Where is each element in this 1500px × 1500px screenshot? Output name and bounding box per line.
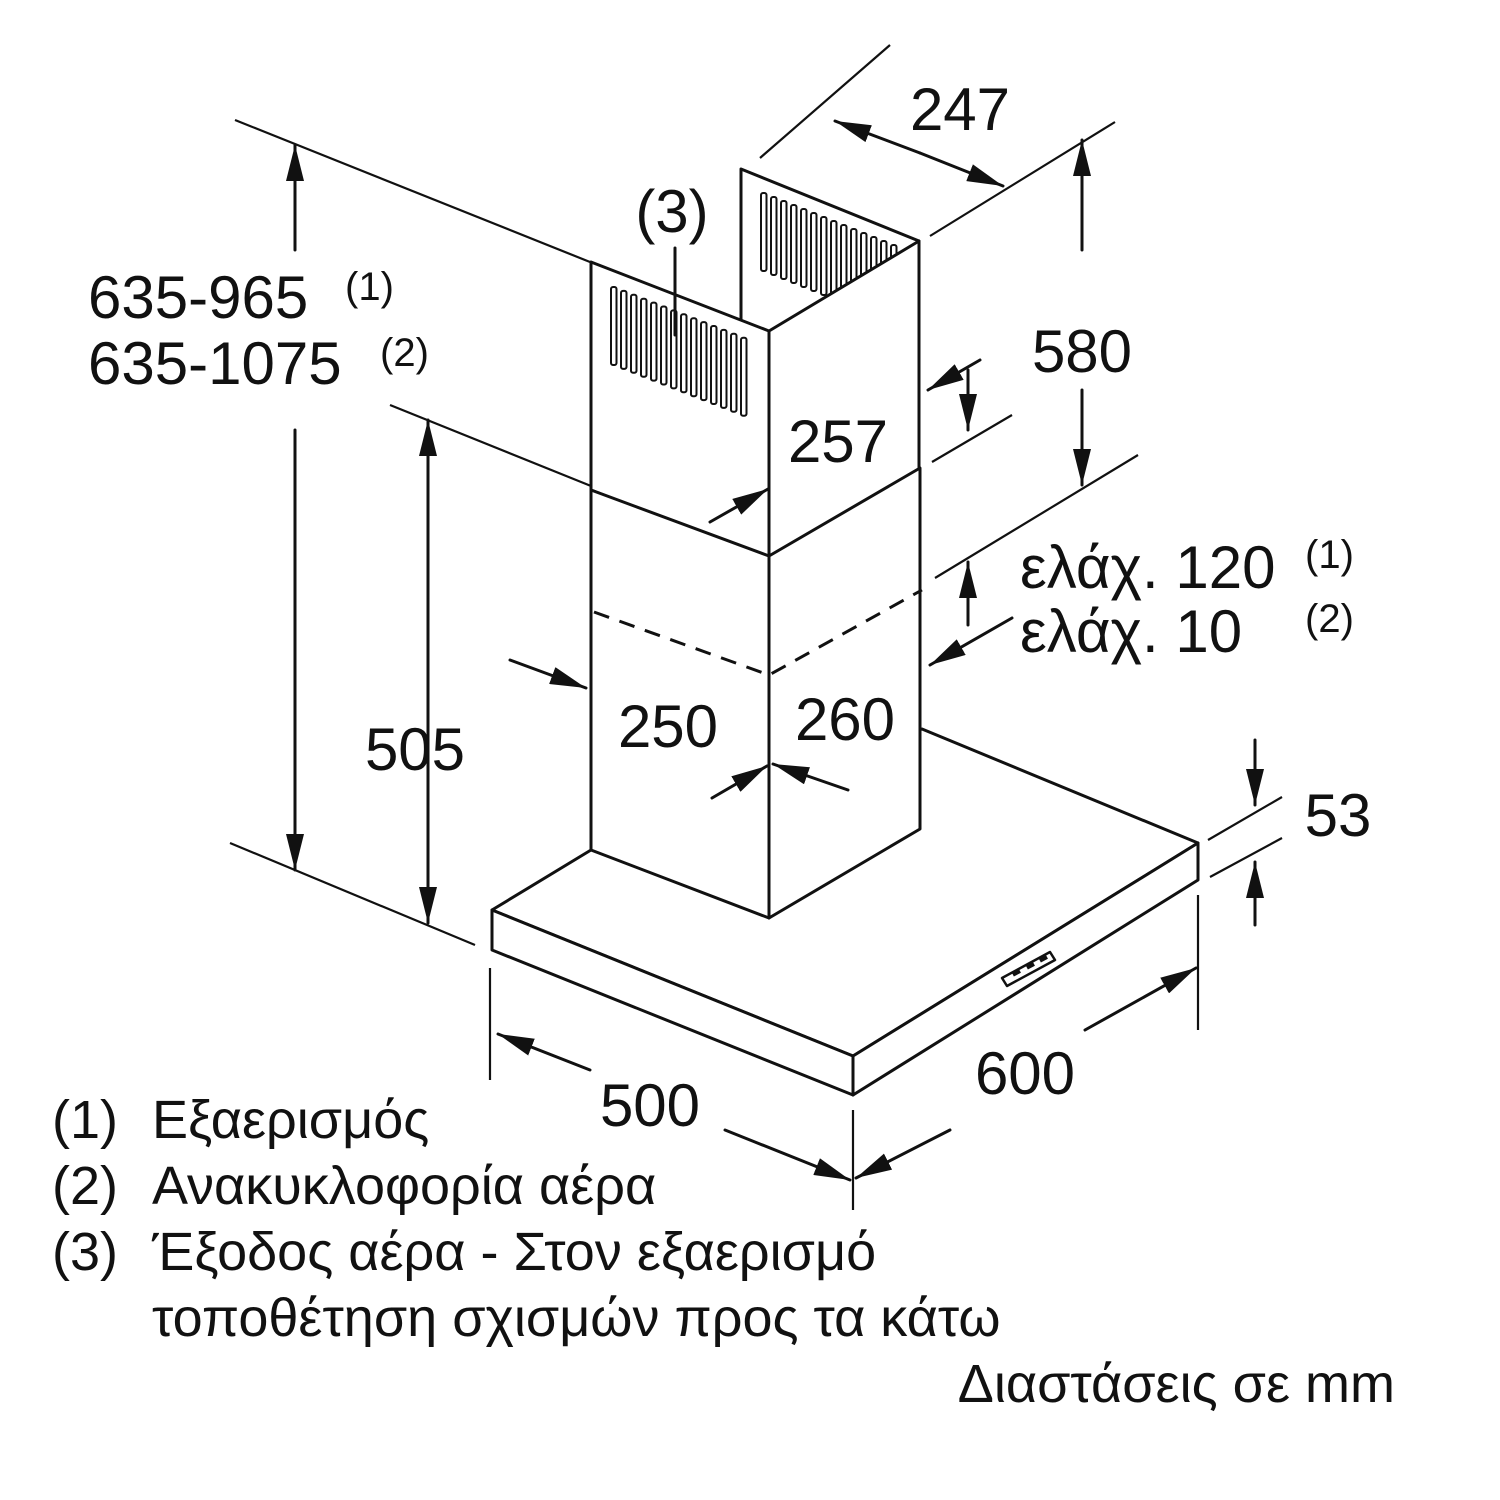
min-gap-1-note: (1): [1305, 533, 1354, 577]
vent-slot: [810, 212, 818, 292]
vent-slot: [610, 286, 618, 366]
dim-53: 53: [1305, 782, 1372, 849]
outlet-label: (3): [635, 178, 708, 245]
vent-slot: [740, 336, 748, 417]
vent-slot: [720, 328, 728, 409]
dim-250: 250: [618, 693, 718, 760]
dim-260: 260: [795, 686, 895, 753]
vent-slot: [660, 305, 668, 386]
vent-slot: [760, 192, 768, 272]
vent-slot: [830, 220, 838, 300]
legend-text: Εξαερισμός: [152, 1090, 429, 1150]
units-note: Διαστάσεις σε mm: [958, 1354, 1395, 1414]
upper-chimney: [589, 167, 921, 562]
vent-slot: [690, 317, 698, 398]
legend-num: (1): [52, 1090, 118, 1150]
vent-slots-front: [610, 286, 748, 417]
lower-chimney: [589, 466, 923, 920]
vent-slot: [630, 293, 638, 374]
legend: (1) Εξαερισμός (2) Ανακυκλοφορία αέρα (3…: [52, 1090, 1395, 1414]
dim-height-range-2: 635-1075: [88, 330, 342, 397]
note-1: (1): [345, 265, 394, 309]
vent-slot: [710, 325, 718, 405]
legend-num: (3): [52, 1222, 118, 1282]
vent-slot: [790, 204, 798, 284]
dim-580: 580: [1032, 318, 1132, 385]
dim-min-gap-1: ελάχ. 120: [1020, 534, 1275, 601]
legend-text: Έξοδος αέρα - Στον εξαερισμό: [151, 1222, 876, 1282]
legend-text: τοποθέτηση σχισμών προς τα κάτω: [152, 1288, 1001, 1348]
dim-257: 257: [788, 408, 888, 475]
dimension-lines: [229, 44, 1283, 1210]
dim-247: 247: [910, 76, 1010, 143]
vent-slot: [620, 289, 628, 370]
vent-slot: [680, 313, 688, 394]
hood-body: [490, 727, 1200, 1097]
legend-num: (2): [52, 1156, 118, 1216]
note-2: (2): [380, 331, 429, 375]
dim-505: 505: [365, 716, 465, 783]
min-gap-2-note: (2): [1305, 597, 1354, 641]
dim-height-range-1: 635-965: [88, 264, 308, 331]
legend-text: Ανακυκλοφορία αέρα: [152, 1156, 656, 1216]
vent-slot: [650, 301, 658, 382]
vent-slot: [820, 216, 828, 296]
dim-min-gap-2: ελάχ. 10: [1020, 598, 1242, 665]
vent-slot: [800, 208, 808, 288]
control-panel: [1000, 950, 1057, 988]
vent-slot: [770, 196, 778, 276]
vent-slot: [780, 200, 788, 280]
dim-600: 600: [975, 1040, 1075, 1107]
dim-500: 500: [600, 1072, 700, 1139]
vent-slot: [640, 297, 648, 378]
vent-slot: [700, 321, 708, 402]
vent-slot: [730, 332, 738, 413]
